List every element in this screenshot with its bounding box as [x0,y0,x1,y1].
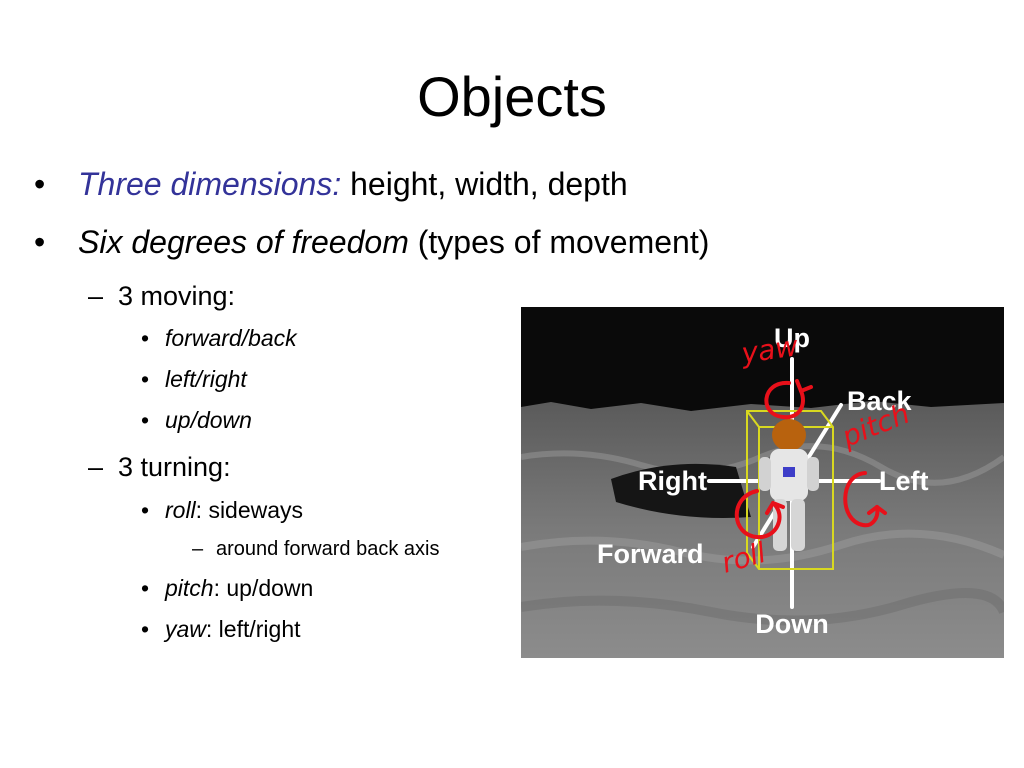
bullet-text: height, width, depth [341,166,628,202]
bullet-emphasis: Six degrees of freedom [78,224,409,260]
turning-heading: 3 turning: [118,452,231,482]
degrees-of-freedom-figure: Up Down Back Left Right Forward yaw pitc… [521,307,1004,658]
item-text: : up/down [213,575,314,601]
item-emphasis: pitch [165,575,214,601]
item-marker: • [141,616,150,642]
item-emphasis: yaw [165,616,206,642]
item-forward-back: forward/back [165,325,297,351]
item-marker: • [141,407,150,433]
item-left-right: left/right [165,366,247,392]
rotation-arrows [734,379,887,540]
item-marker: • [141,325,150,351]
moving-heading: 3 moving: [118,281,236,311]
sub-marker: – [88,452,104,482]
label-up: Up [774,323,810,353]
slide-title: Objects [417,65,607,128]
item-roll-axis: around forward back axis [216,538,440,560]
item-yaw: yaw: left/right [165,614,301,644]
yaw-arrowhead [795,379,813,393]
bullet-six-degrees: Six degrees of freedom (types of movemen… [78,222,709,262]
roll-arrowhead [765,501,785,515]
item-emphasis: roll [165,497,196,523]
yaw-annotation: yaw [738,329,800,370]
crater-shadow [611,463,751,518]
item-up-down: up/down [165,407,252,433]
pitch-arrow-icon [843,471,880,528]
label-back: Back [847,386,913,416]
surface-ridge [521,529,1004,565]
label-left: Left [879,466,929,496]
yaw-arrow-icon [764,380,805,420]
item-marker: • [141,366,150,392]
bullet-emphasis: Three dimensions: [78,166,342,202]
bullet-text: (types of movement) [408,224,710,260]
label-forward: Forward [597,539,704,569]
surface-ridge [521,588,1004,626]
label-right: Right [638,466,707,496]
roll-arrow-icon [734,489,782,540]
item-text: : sideways [195,497,304,523]
item-pitch: pitch: up/down [165,573,313,603]
surface-ridge [521,443,1004,486]
sub-item-marker: – [192,538,204,560]
pitch-arrowhead [867,505,887,515]
item-marker: • [141,575,150,601]
bullet-three-dimensions: Three dimensions: height, width, depth [78,164,628,204]
bullet-marker: • [34,224,46,260]
item-roll: roll: sideways [165,495,303,525]
bullet-marker: • [34,166,46,202]
sub-marker: – [88,281,104,311]
item-marker: • [141,497,150,523]
item-text: : left/right [205,616,301,642]
label-down: Down [755,609,829,639]
